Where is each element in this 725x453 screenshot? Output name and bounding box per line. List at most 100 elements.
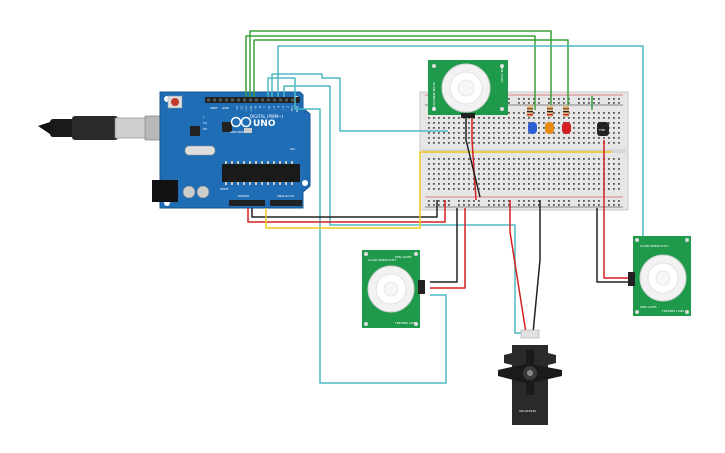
breadboard-hole: [528, 142, 530, 144]
wire-red-gnd-left: [247, 200, 446, 223]
breadboard-hole: [443, 163, 445, 165]
breadboard-hole: [463, 173, 465, 175]
breadboard-hole: [528, 178, 530, 180]
breadboard-hole: [608, 188, 610, 190]
breadboard-hole: [463, 163, 465, 165]
breadboard-hole: [558, 158, 560, 160]
breadboard-hole: [428, 183, 430, 185]
uno-label: UNO: [253, 119, 276, 129]
breadboard-hole: [593, 98, 595, 100]
breadboard-hole: [548, 137, 550, 139]
breadboard-hole: [553, 98, 555, 100]
breadboard-hole: [598, 137, 600, 139]
breadboard-hole: [513, 158, 515, 160]
breadboard-hole: [528, 102, 530, 104]
breadboard-hole: [483, 178, 485, 180]
breadboard-hole: [593, 117, 595, 119]
arduino-logo: ARDUINO: [230, 116, 252, 134]
breadboard-hole: [588, 204, 590, 206]
breadboard-hole: [543, 158, 545, 160]
breadboard-hole: [523, 98, 525, 100]
wire-red-pir-left: [430, 208, 466, 289]
breadboard-hole: [463, 204, 465, 206]
breadboard-hole: [558, 204, 560, 206]
breadboard-hole: [563, 98, 565, 100]
breadboard-hole: [543, 137, 545, 139]
breadboard-hole: [538, 158, 540, 160]
breadboard-hole: [518, 112, 520, 114]
breadboard-hole: [578, 204, 580, 206]
breadboard-hole: [533, 117, 535, 119]
breadboard-hole: [443, 142, 445, 144]
breadboard-hole: [503, 178, 505, 180]
ioref-label: IOREF: [220, 187, 229, 191]
breadboard-hole: [593, 163, 595, 165]
breadboard-hole: [433, 163, 435, 165]
breadboard-hole: [558, 183, 560, 185]
breadboard-hole: [558, 122, 560, 124]
breadboard-hole: [478, 163, 480, 165]
power-jack: [152, 180, 178, 202]
breadboard-hole: [563, 204, 565, 206]
breadboard-hole: [463, 188, 465, 190]
breadboard-hole: [443, 122, 445, 124]
breadboard-hole: [533, 102, 535, 104]
breadboard-hole: [493, 163, 495, 165]
breadboard: [419, 91, 629, 211]
breadboard-hole: [543, 188, 545, 190]
breadboard-hole: [528, 98, 530, 100]
breadboard-hole: [543, 183, 545, 185]
breadboard-hole: [503, 163, 505, 165]
breadboard-hole: [458, 142, 460, 144]
breadboard-hole: [468, 178, 470, 180]
breadboard-hole: [498, 200, 500, 202]
breadboard-hole: [608, 117, 610, 119]
breadboard-hole: [488, 163, 490, 165]
breadboard-hole: [448, 188, 450, 190]
breadboard-hole: [573, 178, 575, 180]
analog-header: [270, 200, 302, 206]
breadboard-hole: [508, 178, 510, 180]
led-red: [562, 122, 571, 134]
breadboard-hole: [513, 168, 515, 170]
breadboard-hole: [578, 178, 580, 180]
breadboard-hole: [483, 183, 485, 185]
breadboard-hole: [508, 117, 510, 119]
breadboard-hole: [498, 173, 500, 175]
breadboard-hole: [533, 163, 535, 165]
breadboard-hole: [618, 183, 620, 185]
breadboard-hole: [578, 183, 580, 185]
breadboard-hole: [573, 142, 575, 144]
breadboard-hole: [618, 188, 620, 190]
breadboard-hole: [613, 178, 615, 180]
breadboard-hole: [593, 122, 595, 124]
breadboard-hole: [593, 168, 595, 170]
breadboard-hole: [553, 122, 555, 124]
breadboard-hole: [513, 183, 515, 185]
breadboard-hole: [538, 127, 540, 129]
breadboard-hole: [478, 117, 480, 119]
breadboard-hole: [478, 178, 480, 180]
breadboard-hole: [448, 163, 450, 165]
breadboard-hole: [438, 173, 440, 175]
breadboard-hole: [523, 122, 525, 124]
breadboard-hole: [508, 188, 510, 190]
breadboard-hole: [453, 117, 455, 119]
breadboard-hole: [593, 204, 595, 206]
breadboard-hole: [498, 122, 500, 124]
breadboard-hole: [533, 204, 535, 206]
breadboard-hole: [488, 122, 490, 124]
breadboard-hole: [543, 112, 545, 114]
digital-pin-label: ~10: [249, 106, 253, 112]
breadboard-hole: [538, 183, 540, 185]
breadboard-hole: [463, 132, 465, 134]
breadboard-hole: [493, 142, 495, 144]
breadboard-hole: [438, 200, 440, 202]
breadboard-hole: [563, 200, 565, 202]
breadboard-hole: [513, 188, 515, 190]
breadboard-hole: [518, 127, 520, 129]
breadboard-hole: [543, 168, 545, 170]
wire-red-pir-top: [471, 118, 477, 201]
breadboard-hole: [598, 102, 600, 104]
breadboard-hole: [543, 142, 545, 144]
